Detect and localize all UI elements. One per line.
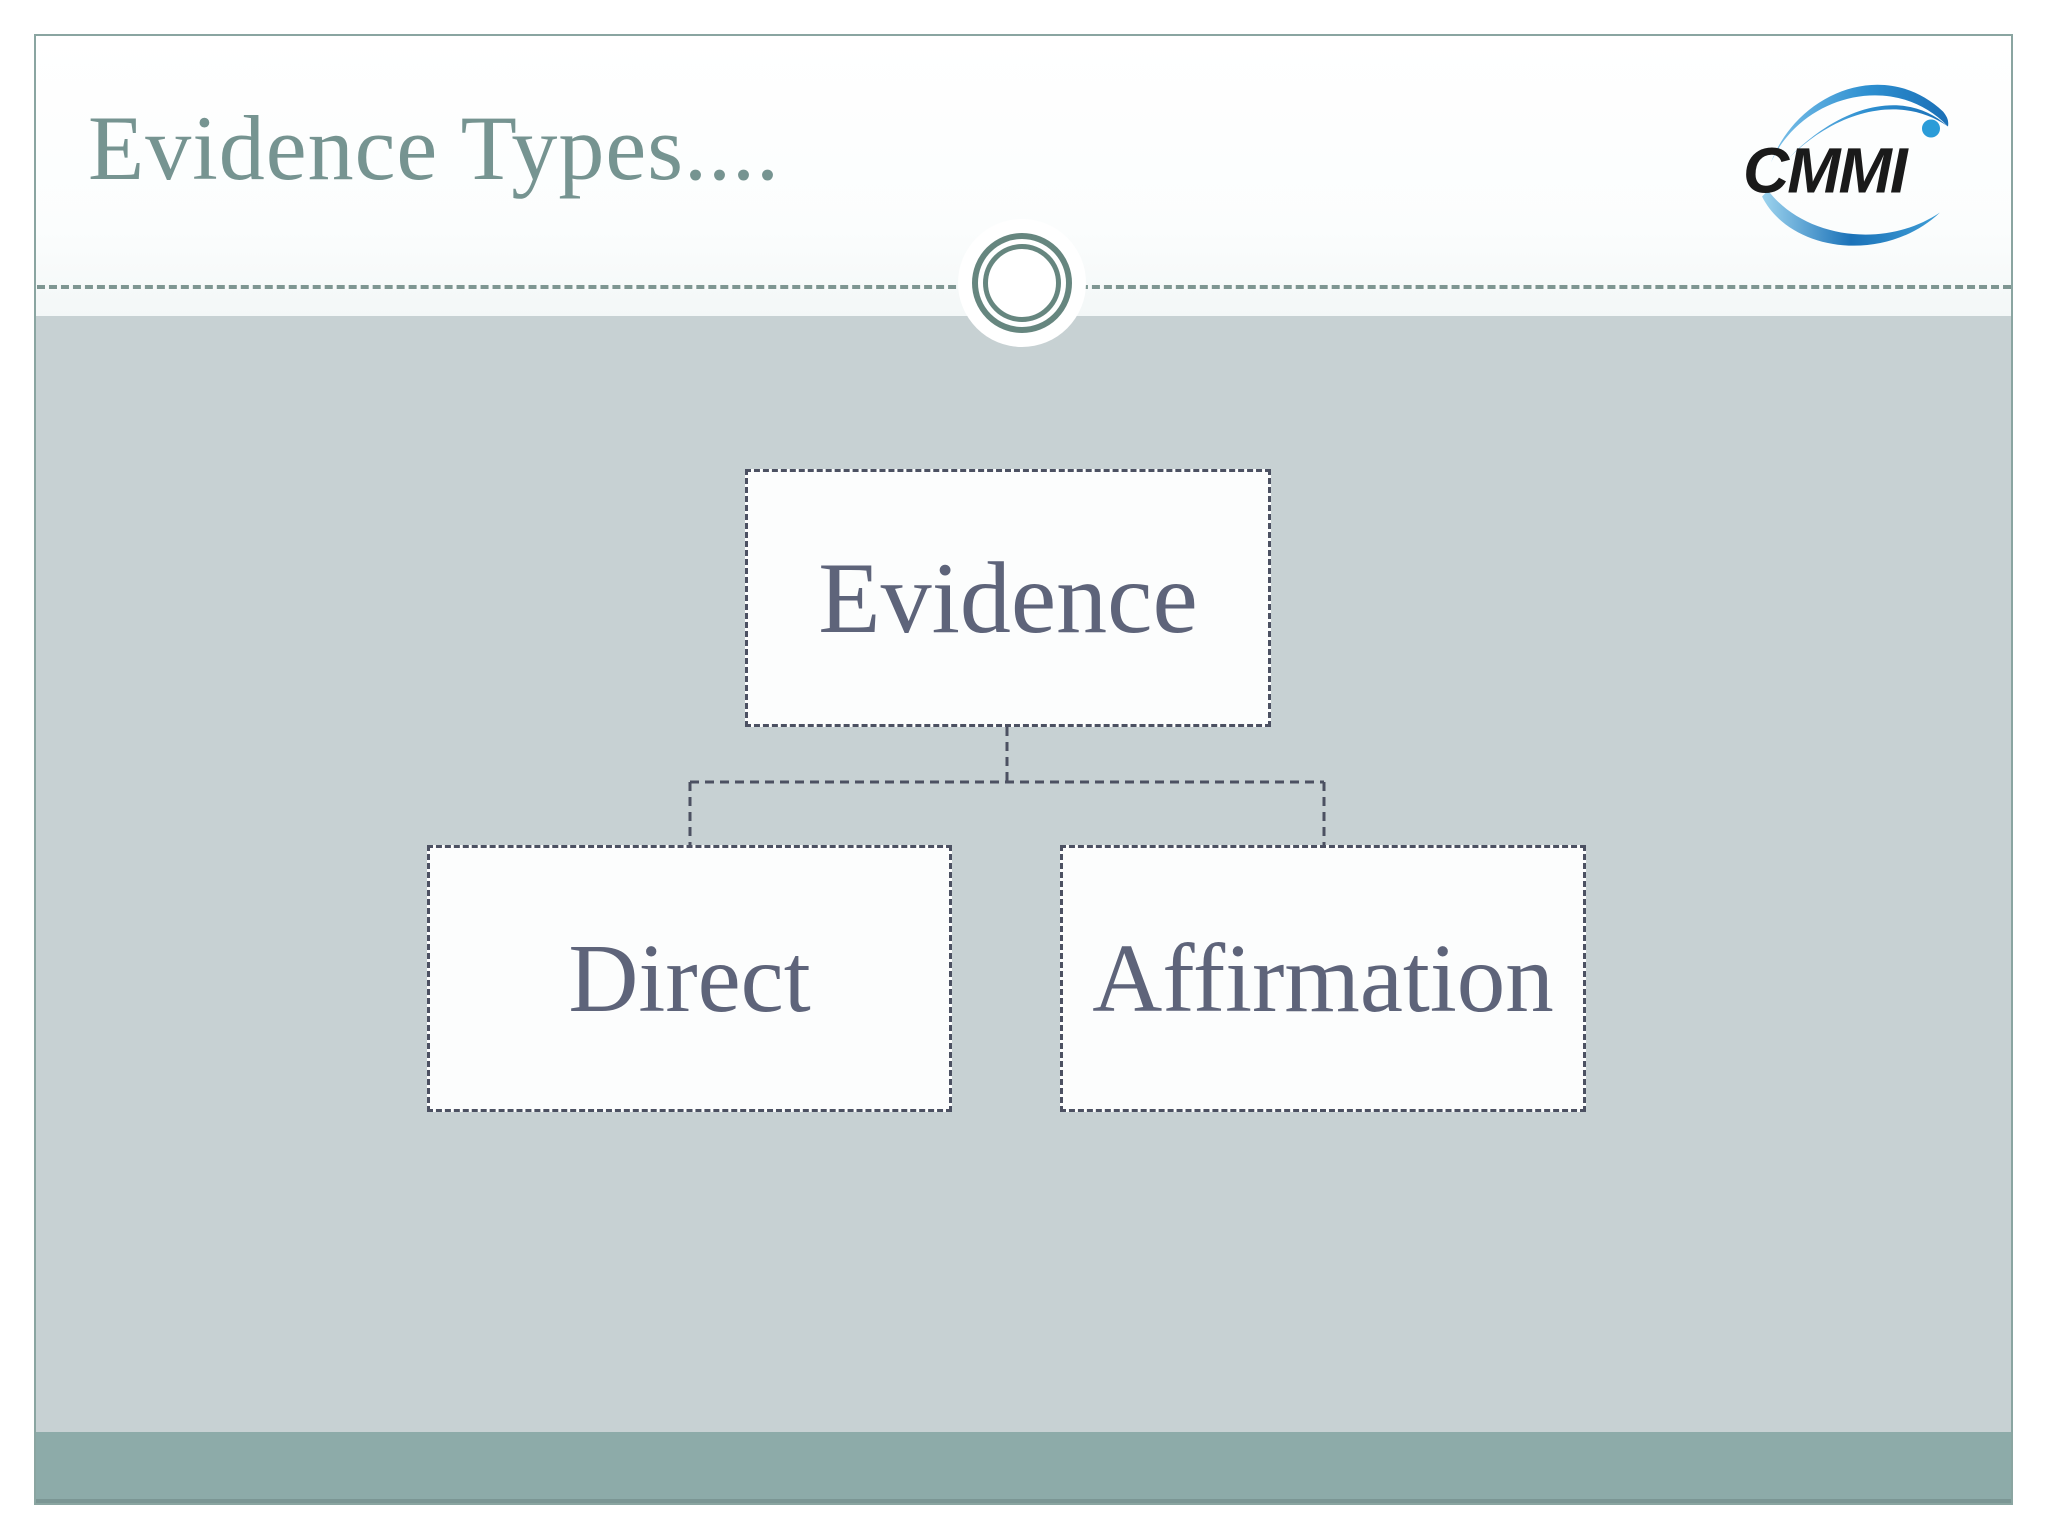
diagram-node-direct: Direct: [427, 845, 952, 1112]
logo-text: CMMI: [1743, 135, 1909, 207]
cmmi-logo: CMMI: [1743, 84, 1949, 246]
diagram-node-affirmation: Affirmation: [1060, 845, 1586, 1112]
logo-swoosh-top: [1771, 84, 1949, 169]
logo-swoosh-bottom: [1762, 190, 1940, 246]
ornament-outer-ring: [972, 233, 1072, 333]
logo-dot-icon: [1922, 119, 1940, 138]
page-title: Evidence Types....: [88, 97, 781, 199]
circle-ornament-icon: [958, 219, 1086, 347]
diagram-node-label: Direct: [568, 925, 811, 1032]
diagram-node-label: Affirmation: [1092, 925, 1554, 1032]
ornament-inner-ring: [983, 244, 1061, 322]
diagram-node-evidence: Evidence: [745, 469, 1271, 727]
footer-band: [36, 1432, 2011, 1503]
diagram-node-label: Evidence: [818, 541, 1198, 655]
